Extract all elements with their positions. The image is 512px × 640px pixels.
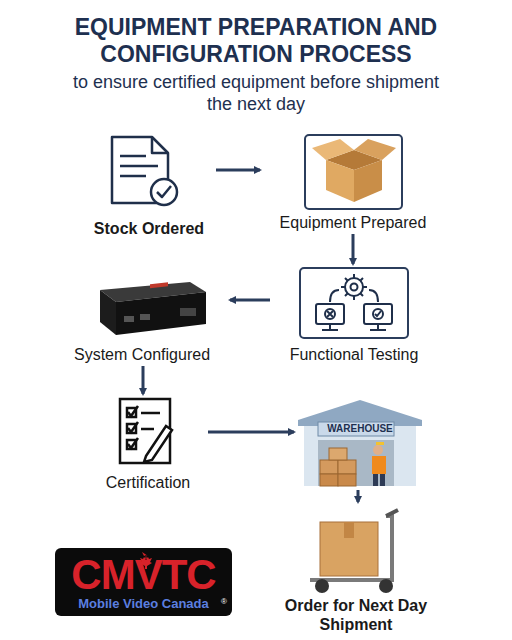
step-next-day-shipment: Order for Next Day Shipment: [264, 504, 448, 634]
flow-arrow: [208, 431, 294, 434]
step-certification: Certification: [90, 396, 206, 492]
step-label: System Configured: [74, 345, 210, 364]
step-label: Order for Next Day Shipment: [264, 596, 448, 634]
step-label: Functional Testing: [290, 345, 419, 364]
step-label: WAREHOUSE: [327, 423, 393, 435]
icon-frame: [300, 268, 408, 338]
flow-arrow: [230, 299, 270, 302]
step-equipment-prepared: Equipment Prepared: [262, 132, 444, 232]
step-label: Certification: [106, 473, 190, 492]
hand-truck-illustration: [310, 510, 398, 593]
logo-plate: [55, 548, 232, 616]
document-icon: [112, 137, 177, 205]
diagram-title: EQUIPMENT PREPARATION AND CONFIGURATION …: [36, 14, 476, 68]
registered-mark: ®: [218, 598, 230, 606]
step-functional-testing: Functional Testing: [272, 266, 436, 364]
warehouse-illustration: [298, 400, 422, 486]
flow-arrow: [142, 366, 145, 394]
logo-tagline: Mobile Video Canada: [58, 597, 229, 611]
warehouse-step: WAREHOUSE: [296, 396, 424, 488]
subtitle: to ensure certified equipment before shi…: [66, 72, 446, 115]
step-stock-ordered: Stock Ordered: [84, 132, 214, 238]
step-system-configured: System Configured: [56, 268, 228, 364]
flow-arrow: [216, 169, 260, 172]
checklist-icon: [120, 399, 172, 463]
step-label: Equipment Prepared: [280, 213, 427, 232]
logo-wordmark: CMVTC: [58, 554, 229, 596]
testing-icon: [316, 274, 392, 330]
flow-arrow: [357, 490, 360, 502]
icon-frame: [305, 135, 402, 209]
device-icon: [100, 282, 206, 335]
step-label: Stock Ordered: [94, 219, 204, 238]
box-icon: [312, 139, 396, 202]
flow-arrow: [352, 234, 355, 264]
